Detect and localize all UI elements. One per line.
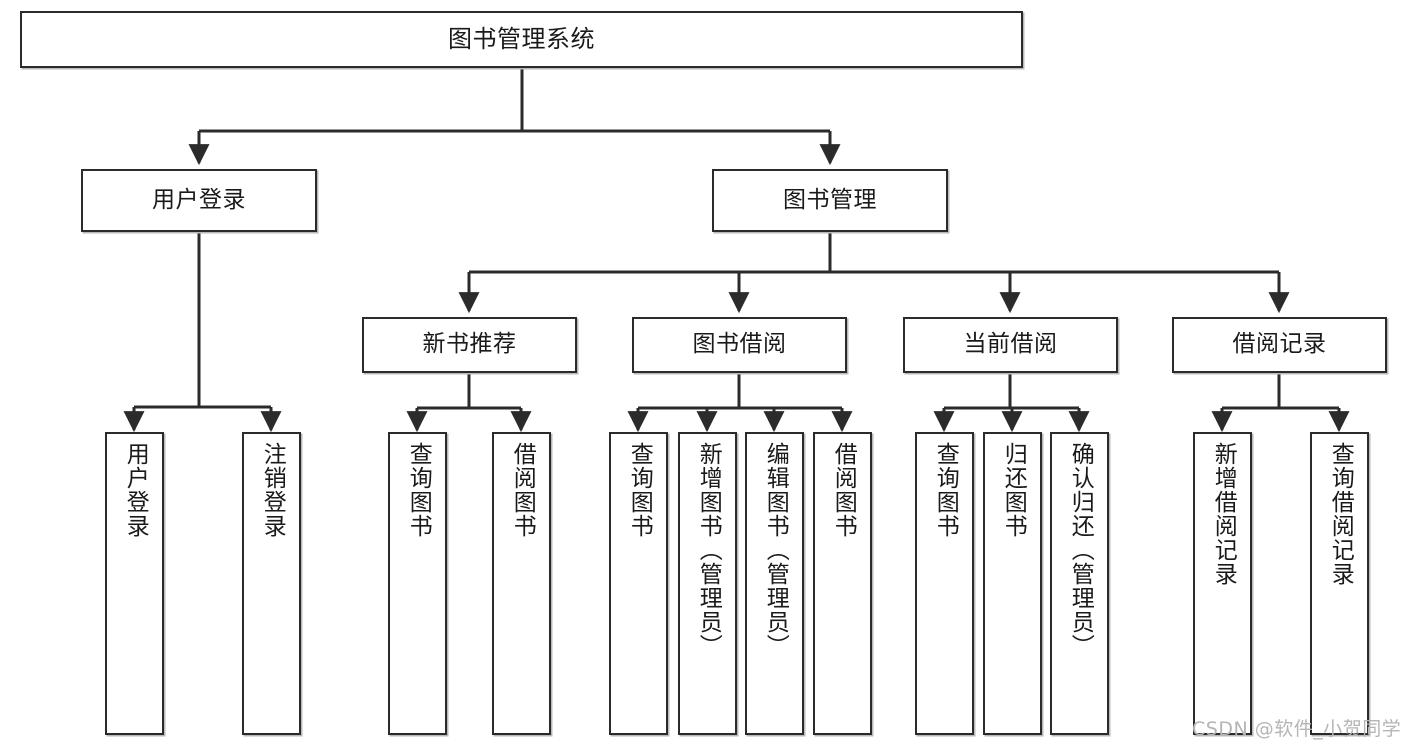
node-label: 新书推荐 [422, 331, 517, 358]
csdn-watermark: CSDN @软件_小贺同学 [1192, 718, 1402, 740]
node-book-borrow[interactable]: 图书借阅 [632, 317, 847, 373]
node-borrow-record[interactable]: 借阅记录 [1172, 317, 1387, 373]
leaf-add-borrow-record[interactable]: 新增借阅记录 [1193, 432, 1252, 735]
leaf-edit-book-admin[interactable]: 编辑图书（管理员） [745, 432, 804, 735]
node-label: 确认归还（管理员） [1067, 442, 1094, 658]
node-label: 归还图书 [1000, 442, 1027, 538]
node-label: 当前借阅 [963, 331, 1058, 358]
leaf-borrow-book-bb[interactable]: 借阅图书 [813, 432, 872, 735]
node-label: 借阅图书 [830, 442, 857, 538]
node-root-system[interactable]: 图书管理系统 [20, 11, 1023, 68]
node-label: 用户登录 [152, 186, 246, 213]
node-label: 用户登录 [122, 442, 149, 538]
leaf-add-book-admin[interactable]: 新增图书（管理员） [678, 432, 737, 735]
leaf-user-login[interactable]: 用户登录 [105, 432, 164, 735]
leaf-confirm-return-admin[interactable]: 确认归还（管理员） [1050, 432, 1109, 735]
node-user-login[interactable]: 用户登录 [81, 169, 317, 232]
node-label: 图书借阅 [692, 331, 787, 358]
node-label: 查询图书 [626, 442, 653, 538]
leaf-query-book-bb[interactable]: 查询图书 [609, 432, 668, 735]
leaf-return-book[interactable]: 归还图书 [983, 432, 1042, 735]
node-label: 借阅图书 [509, 442, 536, 538]
node-label: 查询图书 [932, 442, 959, 538]
node-label: 图书管理 [783, 186, 877, 213]
node-label: 编辑图书（管理员） [762, 442, 789, 658]
node-book-management[interactable]: 图书管理 [712, 169, 948, 232]
node-label: 新增图书（管理员） [695, 442, 722, 658]
node-label: 查询借阅记录 [1327, 442, 1354, 586]
node-new-book-recommend[interactable]: 新书推荐 [362, 317, 577, 373]
leaf-query-borrow-record[interactable]: 查询借阅记录 [1310, 432, 1369, 735]
leaf-logout[interactable]: 注销登录 [242, 432, 301, 735]
node-label: 借阅记录 [1232, 331, 1327, 358]
node-label: 查询图书 [405, 442, 432, 538]
leaf-query-book-nb[interactable]: 查询图书 [388, 432, 447, 735]
node-label: 新增借阅记录 [1210, 442, 1237, 586]
node-current-borrow[interactable]: 当前借阅 [903, 317, 1118, 373]
node-label: 图书管理系统 [448, 25, 595, 54]
leaf-borrow-book-nb[interactable]: 借阅图书 [492, 432, 551, 735]
node-label: 注销登录 [259, 442, 286, 538]
leaf-query-book-cb[interactable]: 查询图书 [915, 432, 974, 735]
